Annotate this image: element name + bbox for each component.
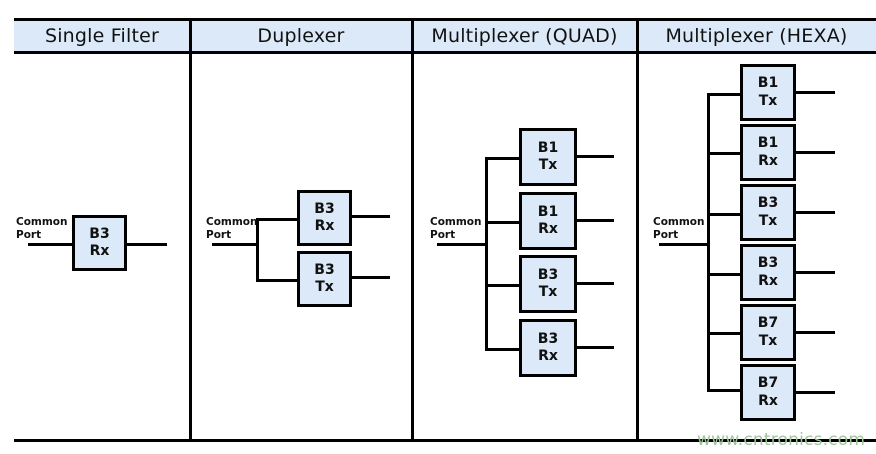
branch-stub	[256, 218, 300, 221]
splitter-bus	[485, 157, 488, 351]
common-port-label-line2: Port	[430, 228, 456, 241]
filter-band-label: B1	[537, 203, 559, 220]
common-port-label: Common Port	[430, 216, 482, 242]
filter-output-wire	[796, 211, 835, 214]
filter-direction-label: Tx	[315, 279, 334, 295]
filter-direction-label: Tx	[758, 212, 778, 229]
filter-output-wire	[796, 391, 835, 394]
filter-direction-label: Rx	[538, 221, 558, 237]
filter-output-wire	[796, 91, 835, 94]
filter-band-label: B3	[537, 266, 559, 283]
filter-box: B1 Rx	[740, 124, 796, 181]
filter-output-wire	[796, 151, 835, 154]
branch-stub	[707, 152, 742, 155]
filter-direction-label: Rx	[538, 348, 558, 364]
column-header-duplexer: Duplexer	[190, 21, 412, 51]
common-port-wire	[28, 243, 74, 246]
filter-direction-label: Rx	[89, 243, 110, 259]
filter-output-wire	[352, 215, 390, 218]
filter-output-wire	[577, 282, 614, 285]
common-port-label-line1: Common	[430, 216, 482, 228]
common-port-label-line2: Port	[206, 228, 232, 241]
branch-stub	[485, 348, 521, 351]
splitter-bus	[707, 93, 710, 392]
filter-band-label: B3	[89, 225, 110, 242]
common-port-label-line1: Common	[206, 216, 258, 228]
branch-stub	[256, 279, 300, 282]
filter-box: B7 Tx	[740, 304, 796, 361]
branch-stub	[707, 389, 742, 392]
filter-box: B1 Tx	[519, 128, 577, 186]
table-bottom-rule	[14, 439, 876, 442]
filter-band-label: B3	[757, 255, 779, 271]
filter-direction-label: Rx	[758, 152, 778, 169]
branch-stub	[707, 93, 742, 96]
filter-band-label: B7	[757, 315, 779, 331]
branch-stub	[485, 284, 521, 287]
common-port-wire	[212, 243, 258, 246]
watermark: www.cntronics.com	[697, 430, 866, 450]
common-port-label-line2: Port	[16, 228, 42, 241]
common-port-label: Common Port	[653, 216, 705, 242]
column-header-multiplexer-hexa: Multiplexer (HEXA)	[637, 21, 876, 51]
filter-direction-label: Tx	[538, 157, 558, 173]
column-header-label: Multiplexer (QUAD)	[431, 25, 618, 47]
filter-output-wire	[577, 155, 614, 158]
common-port-label-line2: Port	[653, 228, 679, 241]
column-header-label: Multiplexer (HEXA)	[665, 25, 848, 47]
filter-band-label: B1	[537, 139, 559, 156]
filter-box: B7 Rx	[740, 364, 796, 421]
common-port-label: Common Port	[16, 216, 68, 242]
common-port-wire	[437, 243, 487, 246]
branch-stub	[707, 213, 742, 216]
filter-box: B3 Tx	[519, 255, 577, 313]
branch-stub	[485, 221, 521, 224]
filter-direction-label: Tx	[538, 284, 558, 300]
filter-box: B3 Tx	[740, 184, 796, 241]
filter-band-label: B3	[314, 200, 335, 217]
column-divider-1	[189, 18, 192, 439]
filter-output-wire	[796, 271, 835, 274]
filter-output-wire	[352, 276, 390, 279]
filter-output-wire	[577, 219, 614, 222]
branch-stub	[485, 157, 521, 160]
filter-direction-label: Rx	[758, 272, 778, 289]
column-divider-3	[636, 18, 639, 439]
filter-band-label: B1	[757, 75, 779, 91]
filter-direction-label: Tx	[758, 92, 778, 109]
filter-band-label: B7	[757, 375, 779, 391]
filter-box: B1 Rx	[519, 192, 577, 250]
column-header-label: Single Filter	[44, 25, 160, 47]
column-divider-2	[411, 18, 414, 439]
common-port-label-line1: Common	[16, 216, 68, 228]
splitter-bus	[256, 218, 259, 282]
branch-stub	[707, 332, 742, 335]
filter-band-label: B3	[757, 195, 779, 211]
filter-direction-label: Tx	[758, 332, 778, 349]
column-header-multiplexer-quad: Multiplexer (QUAD)	[412, 21, 637, 51]
common-port-wire	[659, 243, 709, 246]
filter-box: B1 Tx	[740, 64, 796, 121]
common-port-label-line1: Common	[653, 216, 705, 228]
column-header-label: Duplexer	[257, 25, 345, 47]
filter-direction-label: Rx	[758, 392, 778, 409]
filter-box: B3 Rx	[297, 190, 352, 246]
table-header-row: Single Filter Duplexer Multiplexer (QUAD…	[14, 18, 876, 54]
filter-band-label: B3	[537, 330, 559, 347]
filter-output-wire	[577, 346, 614, 349]
filter-output-wire	[796, 331, 835, 334]
filter-band-label: B3	[314, 261, 335, 278]
common-port-label: Common Port	[206, 216, 258, 242]
filter-band-label: B1	[757, 135, 779, 151]
filter-box: B3 Rx	[740, 244, 796, 301]
filter-box: B3 Tx	[297, 251, 352, 307]
filter-box: B3 Rx	[519, 319, 577, 377]
filter-output-wire	[127, 243, 167, 246]
column-header-single-filter: Single Filter	[14, 21, 190, 51]
filter-box: B3 Rx	[72, 215, 127, 271]
filter-direction-label: Rx	[314, 218, 335, 234]
branch-stub	[707, 273, 742, 276]
